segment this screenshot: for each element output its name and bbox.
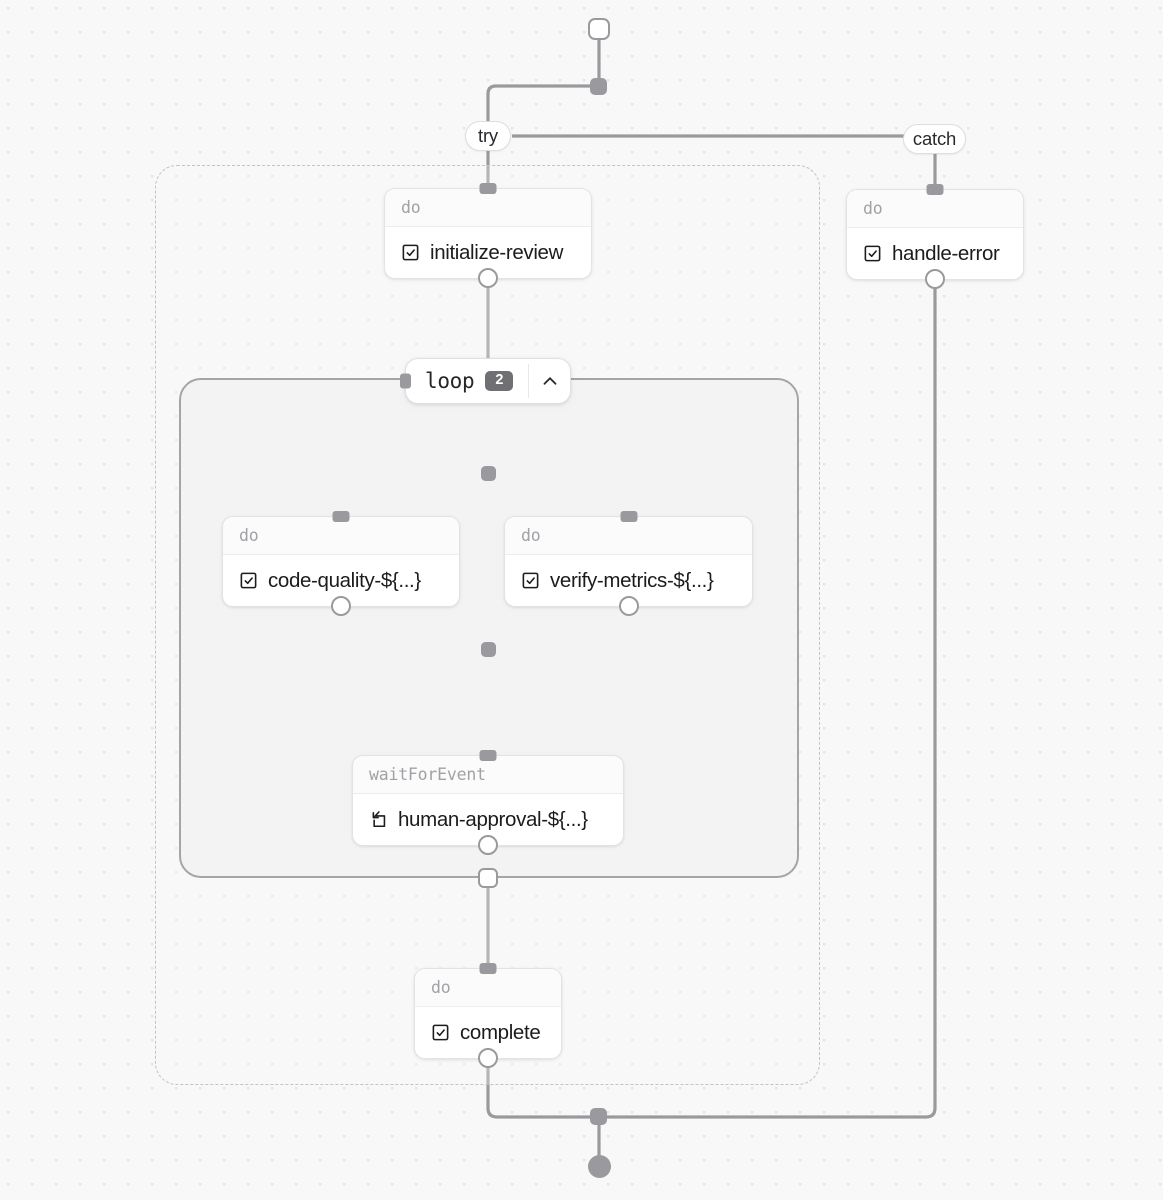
checkbox-check-icon xyxy=(864,245,881,262)
node-kind-label: do xyxy=(415,969,561,1007)
enter-box-icon xyxy=(372,811,386,828)
loop-node[interactable]: loop 2 xyxy=(400,358,571,404)
task-node-complete[interactable]: do complete xyxy=(414,963,562,1068)
node-kind-label: do xyxy=(385,189,591,227)
start-fork-marker xyxy=(590,78,607,95)
node-task-label: human-approval-${...} xyxy=(398,807,588,831)
node-body: verify-metrics-${...} xyxy=(505,555,752,606)
source-handle[interactable] xyxy=(478,835,498,855)
merge-marker xyxy=(590,1108,607,1125)
catch-label: catch xyxy=(912,128,957,149)
target-handle[interactable] xyxy=(926,184,944,195)
node-kind-label: do xyxy=(505,517,752,555)
node-kind-label: do xyxy=(847,190,1023,228)
target-handle[interactable] xyxy=(479,750,497,761)
end-node[interactable] xyxy=(588,1155,611,1178)
loop-iteration-badge: 2 xyxy=(485,370,514,392)
loop-main: loop 2 xyxy=(406,359,528,403)
loop-exit-handle[interactable] xyxy=(478,868,498,888)
task-node-verify-metrics[interactable]: do verify-metrics-${...} xyxy=(504,511,753,616)
checkbox-check-icon xyxy=(402,244,419,261)
checkbox-check-icon xyxy=(240,572,257,589)
try-node[interactable]: try xyxy=(465,121,511,151)
task-node-initialize-review[interactable]: do initialize-review xyxy=(384,183,592,288)
start-node[interactable] xyxy=(588,18,610,40)
source-handle[interactable] xyxy=(478,1048,498,1068)
source-handle[interactable] xyxy=(618,596,639,616)
loop-label: loop xyxy=(425,369,475,393)
task-node-human-approval[interactable]: waitForEvent human-approval-${...} xyxy=(352,750,624,855)
checkbox-check-icon xyxy=(522,572,539,589)
node-body: code-quality-${...} xyxy=(223,555,459,606)
node-kind-label: waitForEvent xyxy=(353,756,623,794)
loop-collapse-button[interactable] xyxy=(529,359,570,403)
node-task-label: handle-error xyxy=(892,241,1000,265)
target-handle[interactable] xyxy=(479,963,497,974)
node-task-label: initialize-review xyxy=(430,240,564,264)
source-handle[interactable] xyxy=(478,268,498,288)
edge-fork-to-try xyxy=(486,84,599,124)
checkbox-check-icon xyxy=(432,1024,449,1041)
node-body: human-approval-${...} xyxy=(353,794,623,845)
source-handle[interactable] xyxy=(925,269,945,289)
target-handle[interactable] xyxy=(332,511,350,522)
chevron-up-icon xyxy=(543,377,557,385)
node-task-label: code-quality-${...} xyxy=(268,568,421,592)
task-node-handle-error[interactable]: do handle-error xyxy=(846,184,1024,289)
catch-node[interactable]: catch xyxy=(903,124,966,154)
try-label: try xyxy=(478,125,498,146)
target-handle[interactable] xyxy=(479,183,497,194)
node-task-label: complete xyxy=(460,1020,541,1044)
target-handle[interactable] xyxy=(620,511,637,522)
node-kind-label: do xyxy=(223,517,459,555)
parallel-fork-marker xyxy=(481,466,496,481)
parallel-join-marker xyxy=(481,642,496,657)
node-task-label: verify-metrics-${...} xyxy=(550,568,714,592)
loop-divider xyxy=(528,364,530,398)
task-node-code-quality[interactable]: do code-quality-${...} xyxy=(222,511,460,616)
loop-target-handle[interactable] xyxy=(400,373,411,389)
source-handle[interactable] xyxy=(331,596,351,616)
